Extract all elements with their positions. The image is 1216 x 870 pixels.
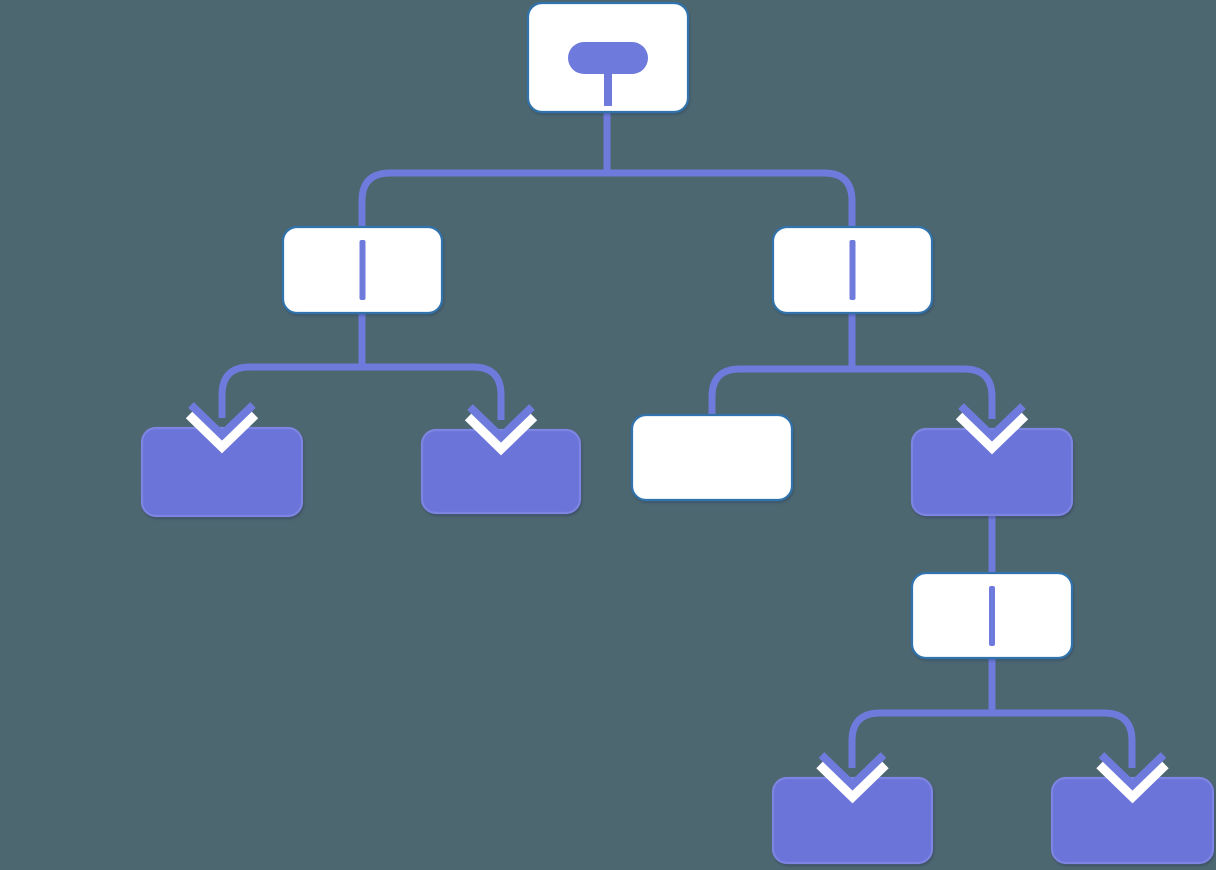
arrowhead-layer [185,402,1169,804]
chevron-down-white-icon [816,759,889,804]
root-pill-stem-icon [604,72,612,106]
connector-edge [708,365,852,423]
connector-edge [362,363,505,420]
chevron-down-purple-icon [467,404,535,443]
chevron-down-purple-icon [1098,752,1167,791]
tree-node-node-right-purple[interactable] [910,427,1074,517]
root-pill-icon [568,42,648,74]
chevron-down-white-icon [185,409,259,454]
connector-edge [607,169,856,235]
tree-node-leaf-left-1[interactable] [140,426,304,518]
chevron-down-white-icon [955,410,1029,455]
tree-node-leaf-bottom-2[interactable] [1050,776,1215,865]
node-layer [140,1,1215,865]
chevron-down-purple-icon [958,403,1026,442]
tree-node-leaf-bottom-1[interactable] [771,776,934,865]
chevron-down-white-icon [1096,759,1169,804]
divider-bar-icon [359,240,366,300]
divider-bar-icon [989,586,995,646]
connector-edge [992,709,1136,768]
connector-edge [218,363,362,418]
connector-edge [852,365,996,419]
divider-bar-icon [849,240,856,300]
connector-edge [358,169,607,235]
tree-node-leaf-left-2[interactable] [420,428,582,515]
tree-node-leaf-right-plain[interactable] [630,413,794,502]
connector-layer [218,111,1136,768]
connector-edge [848,709,992,768]
chevron-down-white-icon [464,411,538,456]
chevron-down-purple-icon [188,402,256,441]
chevron-down-purple-icon [818,752,887,791]
